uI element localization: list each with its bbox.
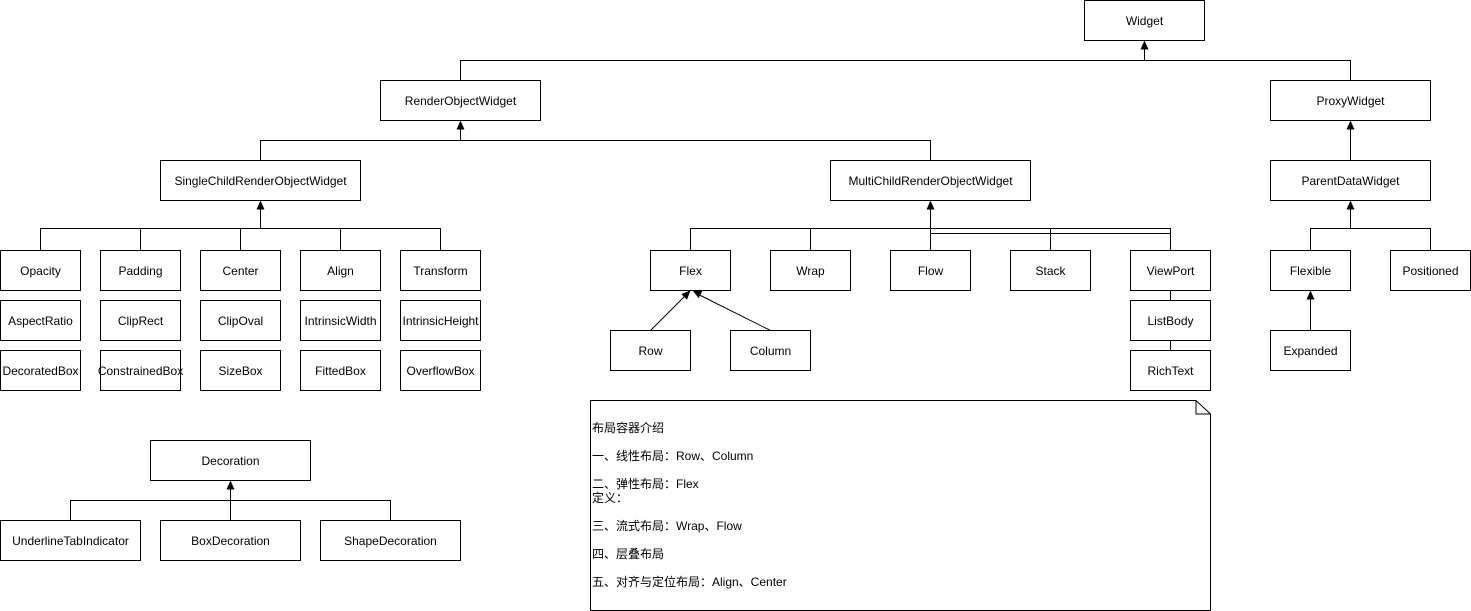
- arrowhead-icon: [926, 200, 935, 210]
- note-line: [592, 533, 787, 547]
- note-line: 二、弹性布局：Flex: [592, 477, 699, 491]
- node-constrained-box[interactable]: ConstrainedBox: [98, 350, 183, 391]
- node-decorated-box[interactable]: DecoratedBox: [0, 350, 81, 391]
- node-clip-oval[interactable]: ClipOval: [200, 300, 281, 341]
- node-wrap[interactable]: Wrap: [770, 250, 851, 291]
- node-underline-tab-indicator[interactable]: UnderlineTabIndicator: [0, 520, 141, 561]
- node-padding[interactable]: Padding: [100, 250, 181, 291]
- node-flex[interactable]: Flex: [650, 250, 731, 291]
- node-viewport[interactable]: ViewPort: [1130, 250, 1211, 291]
- connector-line: [650, 296, 685, 331]
- node-positioned[interactable]: Positioned: [1390, 250, 1471, 291]
- note-line: [592, 561, 787, 575]
- note-shape: [590, 400, 1211, 611]
- node-box-decoration[interactable]: BoxDecoration: [160, 520, 301, 561]
- connector-line: [1310, 228, 1431, 251]
- note-text: 布局容器介绍 一、线性布局：Row、Column 二、弹性布局：Flex 定义：…: [592, 421, 787, 589]
- arrowhead-icon: [1140, 40, 1149, 50]
- arrowhead-icon: [692, 290, 703, 299]
- node-rich-text[interactable]: RichText: [1130, 350, 1211, 391]
- arrowhead-icon: [456, 120, 465, 130]
- arrowhead-icon: [681, 290, 691, 300]
- node-overflow-box[interactable]: OverflowBox: [400, 350, 481, 391]
- node-aspect-ratio[interactable]: AspectRatio: [0, 300, 81, 341]
- node-row[interactable]: Row: [610, 330, 691, 371]
- node-shape-decoration[interactable]: ShapeDecoration: [320, 520, 461, 561]
- note-line: 四、层叠布局: [592, 547, 665, 561]
- node-stack[interactable]: Stack: [1010, 250, 1091, 291]
- node-clip-rect[interactable]: ClipRect: [100, 300, 181, 341]
- arrowhead-icon: [1346, 120, 1355, 130]
- node-expanded[interactable]: Expanded: [1270, 330, 1351, 371]
- node-parent-data-widget[interactable]: ParentDataWidget: [1270, 160, 1431, 201]
- connector-line: [260, 140, 931, 161]
- note-line: 五、对齐与定位布局：Align、Center: [592, 575, 787, 589]
- note-line: [592, 505, 787, 519]
- arrowhead-icon: [1306, 290, 1315, 300]
- note-line: [592, 435, 787, 449]
- node-widget[interactable]: Widget: [1084, 0, 1205, 41]
- connector-line: [460, 60, 1351, 81]
- node-decoration[interactable]: Decoration: [150, 440, 311, 481]
- node-single-child[interactable]: SingleChildRenderObjectWidget: [160, 160, 361, 201]
- node-flow[interactable]: Flow: [890, 250, 971, 291]
- arrowhead-icon: [256, 200, 265, 210]
- node-align[interactable]: Align: [300, 250, 381, 291]
- arrowhead-icon: [1346, 200, 1355, 210]
- node-proxy-widget[interactable]: ProxyWidget: [1270, 80, 1431, 121]
- note-line: 一、线性布局：Row、Column: [592, 449, 754, 463]
- note-layout-containers[interactable]: 布局容器介绍 一、线性布局：Row、Column 二、弹性布局：Flex 定义：…: [590, 400, 1211, 611]
- node-list-body[interactable]: ListBody: [1130, 300, 1211, 341]
- node-size-box[interactable]: SizeBox: [200, 350, 281, 391]
- node-render-object-widget[interactable]: RenderObjectWidget: [380, 80, 541, 121]
- node-intrinsic-height[interactable]: IntrinsicHeight: [400, 300, 481, 341]
- node-fitted-box[interactable]: FittedBox: [300, 350, 381, 391]
- node-opacity[interactable]: Opacity: [0, 250, 81, 291]
- arrowhead-icon: [226, 480, 235, 490]
- connector-line: [698, 294, 771, 331]
- node-center[interactable]: Center: [200, 250, 281, 291]
- note-line: 定义：: [592, 491, 629, 505]
- node-transform[interactable]: Transform: [400, 250, 481, 291]
- node-intrinsic-width[interactable]: IntrinsicWidth: [300, 300, 381, 341]
- node-column[interactable]: Column: [730, 330, 811, 371]
- note-line: [592, 463, 787, 477]
- node-multi-child[interactable]: MultiChildRenderObjectWidget: [830, 160, 1031, 201]
- node-flexible[interactable]: Flexible: [1270, 250, 1351, 291]
- note-line: 布局容器介绍: [592, 421, 665, 435]
- note-line: 三、流式布局：Wrap、Flow: [592, 519, 742, 533]
